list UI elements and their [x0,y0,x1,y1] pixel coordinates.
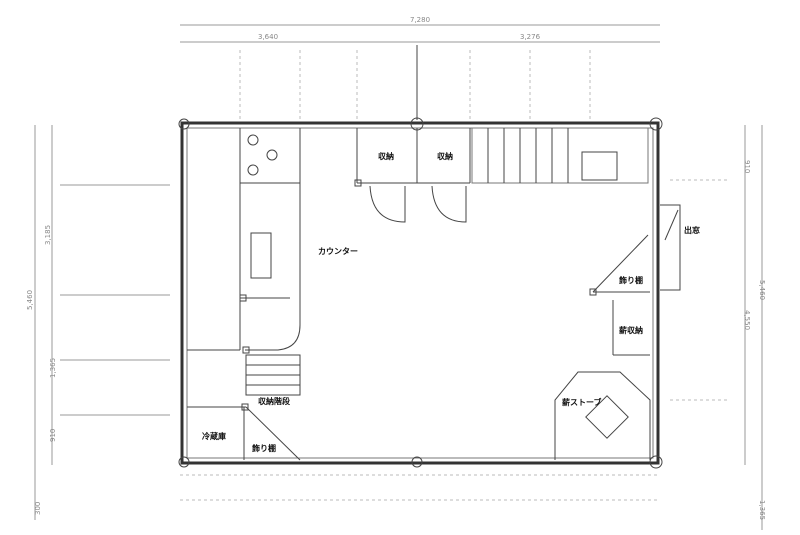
refrigerator-area [187,403,301,461]
staircase [471,127,649,184]
right-fixtures [589,204,681,356]
dim-left-bottom: 300 [34,502,42,515]
dim-left-total: 5,460 [26,290,34,310]
storage-stairs [245,354,301,396]
dim-right-middle: 4,550 [743,310,751,330]
label-storage-1: 収納 [378,151,394,161]
label-firewood-storage: 薪収納 [619,325,643,335]
dim-left-lower: 910 [49,429,57,442]
label-refrigerator: 冷蔵庫 [202,431,226,441]
wood-stove [554,371,651,460]
label-storage-stairs: 収納階段 [258,396,290,406]
label-storage-2: 収納 [437,151,453,161]
dim-left-upper: 3,185 [44,225,52,245]
label-wood-stove: 薪ストーブ [562,397,602,407]
dim-left-middle: 1,365 [49,358,57,378]
dim-right-top: 910 [743,160,751,173]
dim-right-bottom: 1,365 [758,500,766,520]
dim-top-right: 3,276 [520,33,541,41]
storage-closets [354,128,471,223]
label-display-shelf-left: 飾り棚 [252,443,276,453]
dim-right-total: 5,460 [758,280,766,300]
dimension-lines [34,24,763,530]
kitchen-counter [187,128,301,354]
dim-top-total: 7,280 [410,16,430,24]
label-counter: カウンター [318,246,358,256]
dim-top-left: 3,640 [258,33,278,41]
label-bay-window: 出窓 [684,225,700,235]
label-display-shelf-right: 飾り棚 [619,275,643,285]
